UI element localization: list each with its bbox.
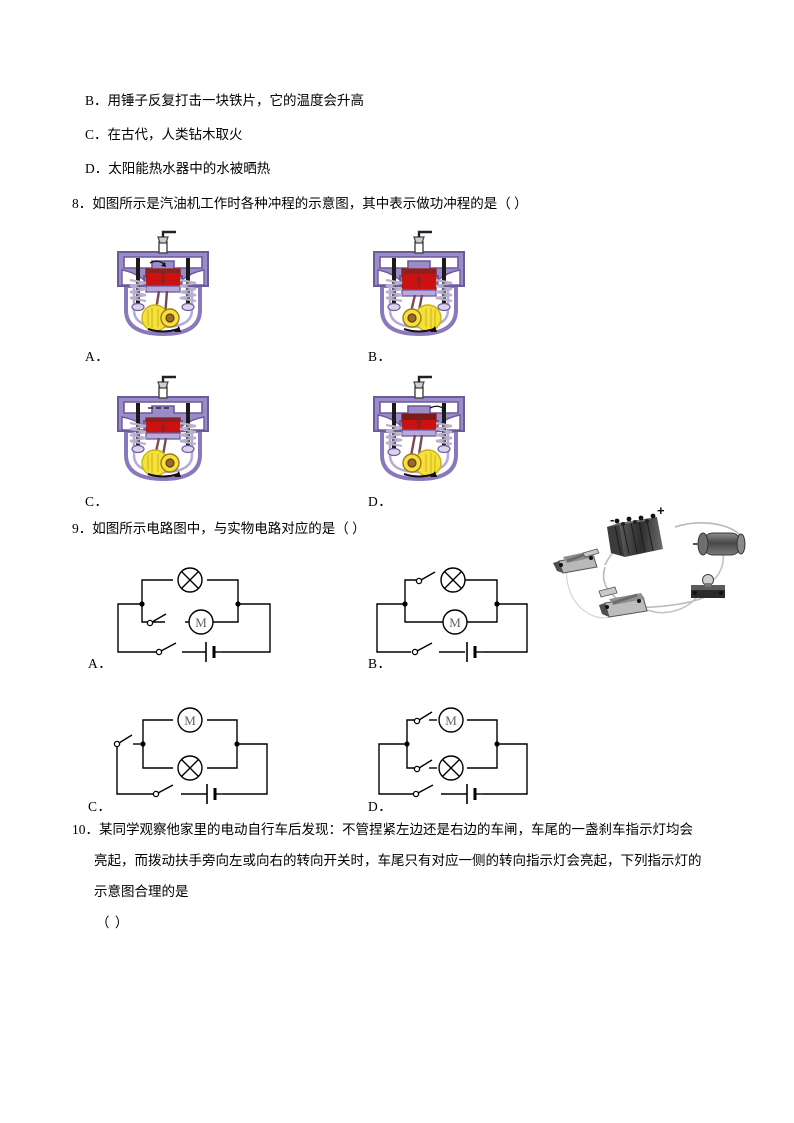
switch-symbol-bottom bbox=[413, 759, 433, 773]
battery-minus-label: - bbox=[610, 512, 615, 527]
switch-symbol-main bbox=[155, 642, 177, 656]
switch-symbol-series bbox=[113, 734, 133, 748]
circuit-figure-c: M bbox=[105, 702, 280, 807]
switch-bottom-device bbox=[598, 586, 648, 618]
lamp-device bbox=[691, 574, 725, 598]
svg-text:M: M bbox=[195, 615, 207, 630]
question-10-line-3: 示意图合理的是 bbox=[94, 884, 189, 899]
option-text: 用锤子反复打击一块铁片，它的温度会升高 bbox=[107, 93, 365, 108]
question-8-option-c-label: C． bbox=[85, 494, 109, 509]
question-9-option-d-label: D． bbox=[368, 799, 393, 814]
real-circuit-photo: - + bbox=[545, 503, 775, 635]
question-7-option-d: D．太阳能热水器中的水被晒热 bbox=[85, 160, 270, 179]
question-number: 10． bbox=[72, 822, 99, 837]
question-9-option-b-label: B． bbox=[368, 656, 392, 671]
svg-text:M: M bbox=[445, 713, 457, 728]
question-9-option-c-label: C． bbox=[88, 799, 112, 814]
question-8-option-d-label: D． bbox=[368, 494, 393, 509]
engine-figure-d bbox=[360, 373, 478, 491]
question-10-line-2: 亮起，而拨动扶手旁向左或向右的转向开关时，车尾只有对应一侧的转向指示灯会亮起，下… bbox=[94, 853, 702, 868]
option-text: 在古代，人类钻木取火 bbox=[107, 127, 243, 142]
question-7-option-c: C．在古代，人类钻木取火 bbox=[85, 126, 243, 145]
question-number: 8． bbox=[72, 196, 93, 211]
switch-symbol-main bbox=[152, 784, 174, 798]
switch-symbol-branch bbox=[415, 571, 436, 585]
switch-symbol-top bbox=[413, 711, 433, 725]
question-8-stem-line: 8．如图所示是汽油机工作时各种冲程的示意图，其中表示做功冲程的是（ ） bbox=[72, 194, 528, 214]
svg-text:M: M bbox=[184, 713, 196, 728]
circuit-figure-a: M bbox=[110, 562, 280, 662]
switch-symbol-main bbox=[411, 642, 433, 656]
battery-symbol bbox=[466, 642, 483, 662]
engine-figure-c bbox=[104, 373, 222, 491]
question-number: 9． bbox=[72, 521, 93, 536]
switch-left-device bbox=[553, 548, 600, 574]
lamp-symbol bbox=[438, 755, 464, 781]
question-text: 如图所示电路图中，与实物电路对应的是（ ） bbox=[92, 521, 366, 536]
engine-figure-b bbox=[360, 228, 478, 346]
lamp-symbol bbox=[177, 567, 203, 593]
option-letter: D． bbox=[85, 161, 109, 176]
lamp-symbol bbox=[177, 755, 203, 781]
switch-symbol-main bbox=[412, 784, 434, 798]
motor-symbol: M bbox=[442, 609, 468, 635]
battery-pack bbox=[607, 513, 663, 557]
battery-plus-label: + bbox=[657, 503, 665, 518]
battery-symbol bbox=[206, 784, 223, 804]
switch-symbol-branch bbox=[146, 613, 167, 627]
battery-symbol bbox=[466, 784, 483, 804]
svg-text:M: M bbox=[449, 615, 461, 630]
circuit-figure-b: M bbox=[365, 562, 535, 662]
lamp-symbol bbox=[440, 567, 466, 593]
option-letter: C． bbox=[85, 127, 108, 142]
motor-symbol: M bbox=[188, 609, 214, 635]
option-text: 太阳能热水器中的水被晒热 bbox=[108, 161, 271, 176]
question-text: 如图所示是汽油机工作时各种冲程的示意图，其中表示做功冲程的是（ ） bbox=[92, 196, 528, 211]
motor-device bbox=[693, 532, 746, 556]
question-9-stem-line: 9．如图所示电路图中，与实物电路对应的是（ ） bbox=[72, 519, 366, 539]
engine-figure-a bbox=[104, 228, 222, 346]
question-10-line-1: 10．某同学观察他家里的电动自行车后发现：不管捏紧左边还是右边的车闸，车尾的一盏… bbox=[72, 820, 693, 840]
circuit-figure-d: M bbox=[365, 702, 540, 807]
motor-symbol: M bbox=[438, 707, 464, 733]
question-8-option-a-label: A． bbox=[85, 349, 110, 364]
question-8-option-b-label: B． bbox=[368, 349, 392, 364]
question-10-answer-blank: （ ） bbox=[96, 915, 130, 930]
question-9-option-a-label: A． bbox=[88, 656, 113, 671]
question-7-option-b: B．用锤子反复打击一块铁片，它的温度会升高 bbox=[85, 92, 364, 111]
battery-symbol bbox=[205, 642, 222, 662]
option-letter: B． bbox=[85, 93, 108, 108]
question-text: 某同学观察他家里的电动自行车后发现：不管捏紧左边还是右边的车闸，车尾的一盏刹车指… bbox=[99, 822, 693, 837]
motor-symbol: M bbox=[177, 707, 203, 733]
